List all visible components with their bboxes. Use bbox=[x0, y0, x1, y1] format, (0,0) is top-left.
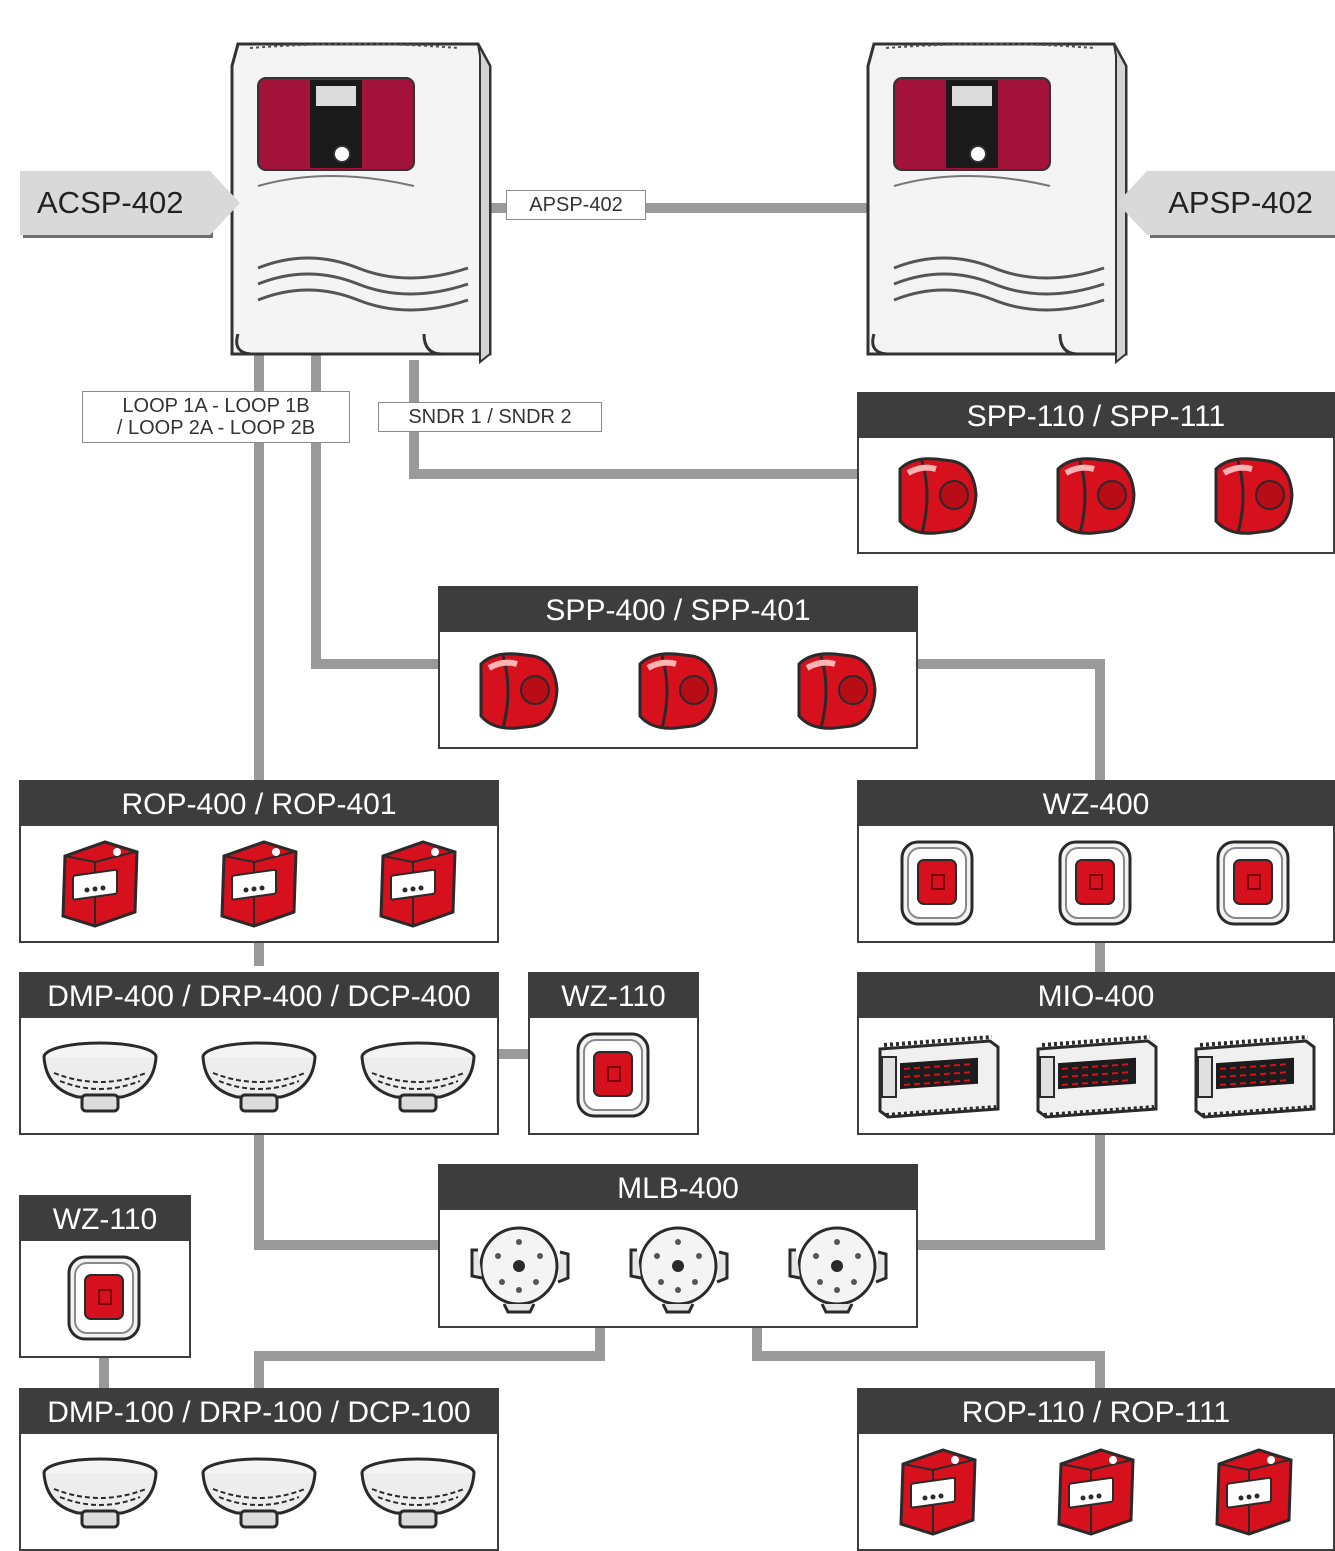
main-control-panel bbox=[230, 42, 492, 365]
call-point-icon bbox=[895, 1446, 981, 1543]
group-dmp400: DMP-400 / DRP-400 / DCP-400 bbox=[19, 972, 499, 1135]
indicator-icon bbox=[1214, 838, 1294, 935]
group-wz400: WZ-400 bbox=[857, 780, 1335, 943]
group-mio400: MIO-400 bbox=[857, 972, 1335, 1135]
smoke-detector-icon bbox=[356, 1033, 480, 1124]
group-title: SPP-110 / SPP-111 bbox=[859, 394, 1333, 438]
group-title: ROP-400 / ROP-401 bbox=[21, 782, 497, 826]
panel-link-label: APSP-402 bbox=[506, 190, 646, 220]
group-title: ROP-110 / ROP-111 bbox=[859, 1390, 1333, 1434]
io-module-icon bbox=[874, 1031, 1002, 1126]
indicator-icon bbox=[574, 1030, 654, 1127]
indicator-icon bbox=[1056, 838, 1136, 935]
io-module-icon bbox=[1032, 1031, 1160, 1126]
sounder-icon bbox=[791, 646, 883, 739]
group-spp110: SPP-110 / SPP-111 bbox=[857, 392, 1335, 554]
detector-base-icon bbox=[782, 1220, 892, 1321]
group-dmp100: DMP-100 / DRP-100 / DCP-100 bbox=[19, 1388, 499, 1551]
group-title: DMP-100 / DRP-100 / DCP-100 bbox=[21, 1390, 497, 1434]
sounder-wire bbox=[409, 360, 858, 479]
group-wz110-b: WZ-110 bbox=[19, 1195, 191, 1358]
smoke-detector-icon bbox=[197, 1033, 321, 1124]
group-title: WZ-110 bbox=[530, 974, 697, 1018]
sounder-icon bbox=[632, 646, 724, 739]
sounder-output-label: SNDR 1 / SNDR 2 bbox=[378, 402, 602, 432]
sounder-icon bbox=[473, 646, 565, 739]
group-rop400: ROP-400 / ROP-401 bbox=[19, 780, 499, 943]
indicator-icon bbox=[65, 1253, 145, 1350]
wire-mio-mlb bbox=[916, 1132, 1105, 1250]
sounder-icon bbox=[1208, 451, 1300, 544]
group-title: WZ-110 bbox=[21, 1197, 189, 1241]
call-point-icon bbox=[1211, 1446, 1297, 1543]
remote-panel-label: APSP-402 bbox=[1117, 171, 1335, 235]
call-point-icon bbox=[1053, 1446, 1139, 1543]
sounder-icon bbox=[1050, 451, 1142, 544]
wire-mlb-dmp100 bbox=[254, 1326, 605, 1388]
group-title: MLB-400 bbox=[440, 1166, 916, 1210]
call-point-icon bbox=[375, 838, 461, 935]
loop-wire-inner bbox=[311, 340, 440, 669]
remote-control-panel bbox=[866, 42, 1128, 365]
group-title: MIO-400 bbox=[859, 974, 1333, 1018]
group-wz110-a: WZ-110 bbox=[528, 972, 699, 1135]
smoke-detector-icon bbox=[38, 1033, 162, 1124]
wire-spp400-wz400 bbox=[916, 659, 1105, 780]
wire-dmp-mlb bbox=[254, 1132, 440, 1250]
group-title: DMP-400 / DRP-400 / DCP-400 bbox=[21, 974, 497, 1018]
smoke-detector-icon bbox=[197, 1449, 321, 1540]
group-title: WZ-400 bbox=[859, 782, 1333, 826]
group-mlb400: MLB-400 bbox=[438, 1164, 918, 1328]
smoke-detector-icon bbox=[38, 1449, 162, 1540]
indicator-icon bbox=[898, 838, 978, 935]
main-panel-label: ACSP-402 bbox=[20, 171, 240, 235]
group-rop110: ROP-110 / ROP-111 bbox=[857, 1388, 1335, 1551]
loop-label: LOOP 1A - LOOP 1B / LOOP 2A - LOOP 2B bbox=[82, 391, 350, 443]
group-title: SPP-400 / SPP-401 bbox=[440, 588, 916, 632]
group-spp400: SPP-400 / SPP-401 bbox=[438, 586, 918, 749]
detector-base-icon bbox=[623, 1220, 733, 1321]
call-point-icon bbox=[216, 838, 302, 935]
detector-base-icon bbox=[464, 1220, 574, 1321]
smoke-detector-icon bbox=[356, 1449, 480, 1540]
sounder-icon bbox=[892, 451, 984, 544]
io-module-icon bbox=[1190, 1031, 1318, 1126]
wire-mlb-rop110 bbox=[752, 1326, 1105, 1388]
call-point-icon bbox=[57, 838, 143, 935]
